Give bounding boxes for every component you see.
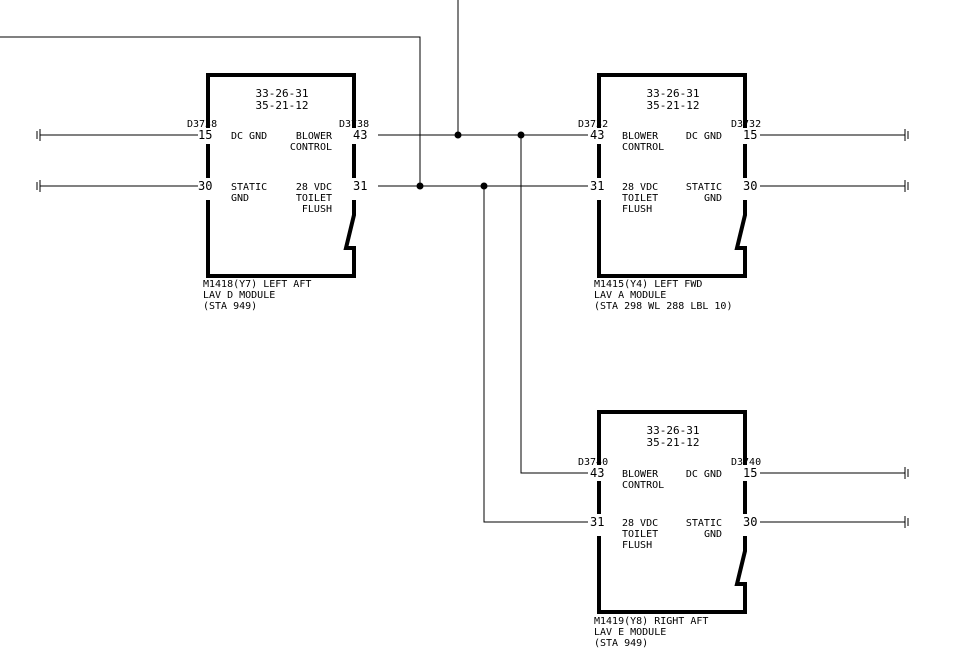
module-ref: 33-26-31 — [647, 424, 700, 437]
module-caption: (STA 949) — [594, 638, 648, 649]
module-caption: LAV A MODULE — [594, 290, 666, 301]
module-ref: 33-26-31 — [256, 87, 309, 100]
pin-number: 15 — [743, 466, 757, 480]
pin-label: TOILET — [296, 193, 332, 204]
ground-terminal-icon — [904, 129, 909, 141]
pin-label: STATIC — [231, 182, 267, 193]
pin-label: 28 VDC — [622, 182, 658, 193]
junction-dot — [517, 131, 525, 139]
pin-label: TOILET — [622, 529, 658, 540]
pin-label: TOILET — [622, 193, 658, 204]
ground-terminal-icon — [904, 516, 909, 528]
pin-label: FLUSH — [622, 204, 652, 215]
connector-label: D3732 — [731, 119, 761, 130]
connector-label: D3740 — [578, 457, 608, 468]
pin-number: 43 — [590, 128, 604, 142]
ground-terminals — [36, 129, 909, 528]
pin-label: CONTROL — [622, 480, 664, 491]
connector-label: D3732 — [578, 119, 608, 130]
wire-top-left-feed[interactable] — [0, 36, 421, 186]
ground-terminal-icon — [36, 129, 41, 141]
module-caption: LAV D MODULE — [203, 290, 275, 301]
junctions — [416, 131, 525, 190]
ground-terminal-icon — [36, 180, 41, 192]
module-lav-a[interactable]: 33-26-31 35-21-12 D3732 D3732 43 BLOWER … — [578, 73, 761, 312]
pin-number: 30 — [743, 515, 757, 529]
pin-number: 43 — [353, 128, 367, 142]
pin-label: 28 VDC — [296, 182, 332, 193]
pin-label: GND — [704, 529, 722, 540]
pin-label: GND — [704, 193, 722, 204]
pin-number: 15 — [743, 128, 757, 142]
pin-label: BLOWER — [296, 131, 333, 142]
connector-label: D3740 — [731, 457, 761, 468]
module-caption: (STA 298 WL 288 LBL 10) — [594, 301, 732, 312]
module-ref: 33-26-31 — [647, 87, 700, 100]
module-box — [597, 410, 747, 614]
pin-number: 31 — [590, 515, 604, 529]
junction-dot — [454, 131, 462, 139]
module-caption: M1419(Y8) RIGHT AFT — [594, 616, 708, 627]
module-caption: M1415(Y4) LEFT FWD — [594, 279, 702, 290]
pin-label: GND — [231, 193, 249, 204]
module-lav-e[interactable]: 33-26-31 35-21-12 D3740 D3740 43 BLOWER … — [578, 410, 761, 649]
ground-terminal-icon — [904, 180, 909, 192]
connector-label: D3738 — [339, 119, 369, 130]
module-caption: M1418(Y7) LEFT AFT — [203, 279, 311, 290]
junction-dot — [480, 182, 488, 190]
pin-label: STATIC — [686, 182, 722, 193]
pin-number: 31 — [590, 179, 604, 193]
module-caption: (STA 949) — [203, 301, 257, 312]
pin-label: BLOWER — [622, 469, 659, 480]
module-ref: 35-21-12 — [647, 436, 700, 449]
pin-label: FLUSH — [302, 204, 332, 215]
pin-number: 30 — [743, 179, 757, 193]
pin-label: 28 VDC — [622, 518, 658, 529]
pin-label: FLUSH — [622, 540, 652, 551]
pin-label: STATIC — [686, 518, 722, 529]
pin-label: DC GND — [686, 469, 722, 480]
module-ref: 35-21-12 — [256, 99, 309, 112]
wire-blower-control-branch[interactable] — [520, 135, 588, 474]
wire-toilet-flush-branch[interactable] — [483, 186, 588, 523]
junction-dot — [416, 182, 424, 190]
pin-number: 43 — [590, 466, 604, 480]
pin-number: 31 — [353, 179, 367, 193]
module-box — [206, 73, 356, 278]
module-box — [597, 73, 747, 278]
pin-label: CONTROL — [290, 142, 332, 153]
pin-label: BLOWER — [622, 131, 659, 142]
module-ref: 35-21-12 — [647, 99, 700, 112]
pin-label: CONTROL — [622, 142, 664, 153]
pin-label: DC GND — [231, 131, 267, 142]
module-lav-d[interactable]: 33-26-31 35-21-12 D3738 D3738 15 DC GND … — [187, 73, 369, 312]
connector-label: D3738 — [187, 119, 217, 130]
ground-terminal-icon — [904, 467, 909, 479]
pin-number: 15 — [198, 128, 212, 142]
module-caption: LAV E MODULE — [594, 627, 666, 638]
wires — [0, 0, 905, 523]
pin-label: DC GND — [686, 131, 722, 142]
pin-number: 30 — [198, 179, 212, 193]
